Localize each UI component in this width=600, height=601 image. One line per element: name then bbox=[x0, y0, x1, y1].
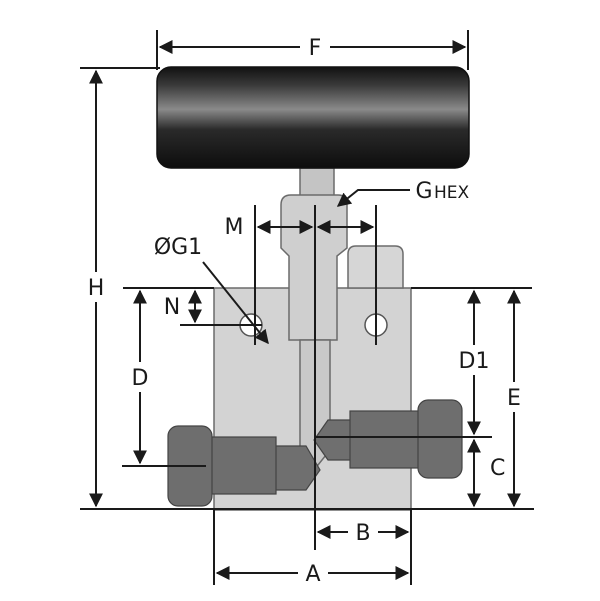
label-B: B bbox=[355, 521, 370, 546]
label-G: G bbox=[415, 179, 432, 204]
label-N: N bbox=[164, 295, 180, 320]
label-D: D bbox=[132, 366, 149, 391]
port-left bbox=[167, 425, 321, 507]
dimension-lines bbox=[89, 40, 521, 580]
label-E: E bbox=[507, 386, 521, 411]
port-right bbox=[313, 399, 463, 479]
label-C: C bbox=[490, 456, 505, 481]
label-F: F bbox=[309, 36, 322, 61]
label-A: A bbox=[305, 562, 320, 587]
label-M: M bbox=[225, 215, 244, 240]
extension-lines bbox=[80, 30, 534, 585]
label-G1: ØG1 bbox=[154, 235, 202, 260]
dimension-labels: F H G HEX M ØG1 N D D1 E C B A bbox=[88, 36, 521, 587]
handle bbox=[156, 66, 470, 169]
label-H: H bbox=[88, 276, 105, 301]
label-G-hex-suffix: HEX bbox=[434, 183, 470, 203]
label-D1: D1 bbox=[459, 349, 490, 374]
